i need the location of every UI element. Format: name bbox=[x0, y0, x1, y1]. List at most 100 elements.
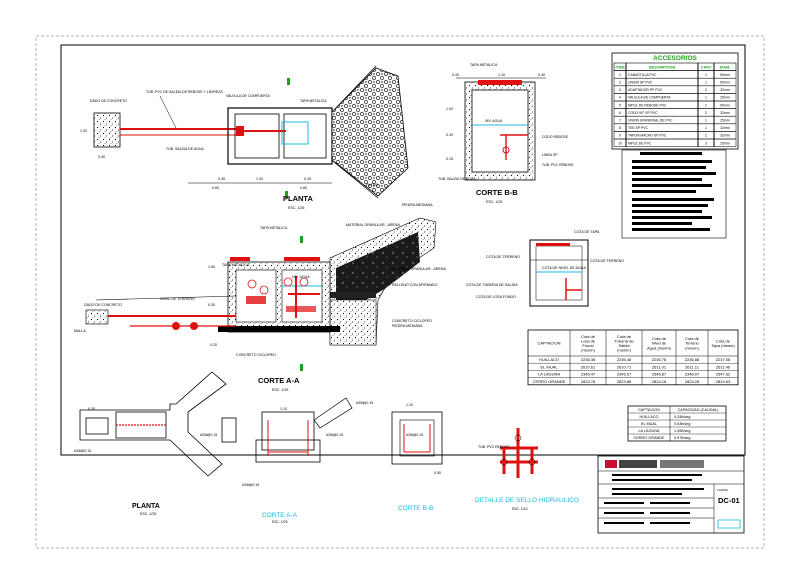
dim-text: 0.60 bbox=[212, 186, 219, 190]
accessories-cell: NIPLE DE REBOSE PVC bbox=[628, 103, 667, 107]
accessories-cell: VALVULA DE COMPUERTA bbox=[628, 96, 671, 100]
notes-block bbox=[621, 149, 727, 239]
annotation: DADO DE CONCRETO bbox=[84, 303, 122, 307]
accessories-cell: 32mm bbox=[720, 88, 730, 92]
elevation-cell: 2611.11 bbox=[685, 364, 700, 369]
accessories-cell: 1 bbox=[619, 73, 621, 77]
interior-box bbox=[471, 89, 529, 173]
capacity-cell: 0.24lt/seg bbox=[674, 415, 690, 419]
annotation: COTA DE TUBERIA DE SALIDA bbox=[466, 283, 518, 287]
view-title: PLANTA bbox=[132, 503, 160, 510]
annotation: COTA DE TERRENO bbox=[486, 255, 520, 259]
accessories-cell: 50mm bbox=[720, 73, 730, 77]
view-title: CORTE B-B bbox=[476, 188, 518, 197]
corte-aa-view: TAPA METALICA TAPA METALICA NIV. AGUA NI… bbox=[74, 203, 447, 392]
elevation-cell: 2610.61 bbox=[581, 364, 596, 369]
capacity-cell: HUILLACO bbox=[640, 415, 659, 419]
planta-view: 0.35 1.20 0.25 0.60 0.80 1.20 0.40 TUB. … bbox=[80, 65, 409, 210]
accessories-cell: UNION SP PVC bbox=[628, 81, 653, 85]
accessories-header: CANT bbox=[701, 66, 712, 70]
view-title: CORTE B-B bbox=[398, 505, 433, 512]
dado-concreto-a bbox=[85, 309, 109, 325]
annotation: VALVULA DE COMPUERTA bbox=[226, 94, 271, 98]
capacity-header: CAPACIDAD (CAUDAL) bbox=[678, 408, 720, 412]
view-title: PLANTA bbox=[283, 194, 313, 203]
dim-text: 0.40 bbox=[452, 73, 459, 77]
view-scale: ESC. 1/25 bbox=[272, 520, 288, 524]
accessories-cell: 2 bbox=[619, 81, 621, 85]
elevation-cell: 2610.71 bbox=[617, 364, 632, 369]
accessories-cell: NIPLE DE PVC bbox=[628, 141, 652, 145]
elevation-cell: 2346.87 bbox=[652, 372, 667, 377]
capacity-table: CAPTACION CAPACIDAD (CAUDAL) HUILLACO 0.24l… bbox=[627, 405, 727, 442]
dim-text: 1.00 bbox=[446, 107, 453, 111]
rebar-label: #3/8@0.15 bbox=[200, 433, 217, 437]
annotation: TUB. SALIDA DE AGUA bbox=[438, 177, 476, 181]
view-title: DETALLE DE SELLO HIDRAULICO bbox=[475, 497, 579, 504]
annotation: TUB. PVC DE SALIDA DE REBOSE Y LIMPIEZA bbox=[146, 90, 223, 94]
accessories-cell: 1 bbox=[705, 96, 707, 100]
accessories-cell: TEE SP PVC bbox=[628, 126, 648, 130]
accessories-cell: 32mm bbox=[720, 111, 730, 115]
annotation: PIEDRA MEDIANA bbox=[392, 324, 423, 328]
elevation-cell: 2346.47 bbox=[581, 372, 596, 377]
tapa-a bbox=[230, 257, 250, 261]
annotation: NIVEL DE TERRENO bbox=[160, 297, 195, 301]
accessories-cell: 1 bbox=[705, 81, 707, 85]
corte-bb-view: 0.40 1.10 0.40 TAPA METALICA 1.00 0.30 0… bbox=[438, 63, 574, 204]
accessories-cell: ADAPTADOR PP PVC bbox=[628, 88, 663, 92]
cota-diagram: COTA DE TAPA COTA DE TERRENO COTA DE TER… bbox=[466, 230, 624, 307]
dim-text: 0.30 bbox=[208, 303, 215, 307]
accessories-cell: CANASTILLA PVC bbox=[628, 73, 657, 77]
corte-bb-rebar-view: 1.10 #3/8@0.15 0.50 CORTE B-B bbox=[391, 403, 443, 512]
annotation: TUB. SALIDA DE AGUA bbox=[166, 147, 204, 151]
water-chamber bbox=[283, 113, 327, 159]
annotation: TAPA METALICA bbox=[260, 226, 288, 230]
cyan-lid bbox=[281, 121, 309, 145]
capacity-cell: 1.05lt/seg bbox=[674, 429, 690, 433]
accessories-cell: 32mm bbox=[720, 134, 730, 138]
base-slab bbox=[218, 326, 340, 332]
dado-concreto bbox=[93, 112, 121, 148]
accessories-cell: 9 bbox=[619, 134, 621, 138]
dim-text: 0.80 bbox=[300, 186, 307, 190]
view-title: CORTE A-A bbox=[262, 512, 298, 519]
elevation-cell: 2236.88 bbox=[685, 357, 700, 362]
annotation: TAPA METALICA bbox=[222, 263, 250, 267]
accessories-header: ITEM bbox=[615, 66, 624, 70]
accessories-cell: 25mm bbox=[720, 141, 730, 145]
view-scale: ESC. 1/25 bbox=[272, 388, 288, 392]
dim-text: 0.35 bbox=[218, 177, 225, 181]
annotation: CONCRETO CICLOPEO bbox=[236, 353, 276, 357]
title-block: LAMINA DC-01 bbox=[597, 455, 745, 534]
rebar-label: #3/8@0.15 bbox=[326, 433, 343, 437]
annotation: CODO REBOSE bbox=[542, 135, 569, 139]
dim-text: 0.20 bbox=[210, 343, 217, 347]
annotation: FILTRO bbox=[366, 183, 378, 187]
dim-text: 0.40 bbox=[98, 155, 105, 159]
rebar-label: #3/8@0.15 bbox=[356, 401, 373, 405]
elevation-cell: 2347.32 bbox=[716, 372, 731, 377]
accessories-cell: 25mm bbox=[720, 119, 730, 123]
elevation-cell: EL MUAL bbox=[541, 364, 559, 369]
dim-text: 1.20 bbox=[80, 129, 87, 133]
gravel-filter bbox=[331, 67, 409, 197]
accessories-cell: 50mm bbox=[720, 103, 730, 107]
annotation: RELLENO CON AFIRMADO bbox=[392, 283, 438, 287]
view-scale: ESC. 1/10 bbox=[512, 507, 528, 511]
capacity-header: CAPTACION bbox=[638, 408, 660, 412]
dim-text: 0.50 bbox=[434, 471, 441, 475]
sheet-label: LAMINA bbox=[717, 488, 728, 492]
accessories-header: DESCRIPCION bbox=[649, 66, 676, 70]
accessories-cell: 25mm bbox=[720, 96, 730, 100]
elevation-header: CAPTACION bbox=[537, 341, 560, 346]
section-marker bbox=[287, 78, 290, 85]
dim-text: 0.25 bbox=[304, 177, 311, 181]
annotation: LINEA SP bbox=[542, 153, 558, 157]
accessories-cell: 50mm bbox=[720, 81, 730, 85]
accessories-cell: 4 bbox=[619, 96, 621, 100]
